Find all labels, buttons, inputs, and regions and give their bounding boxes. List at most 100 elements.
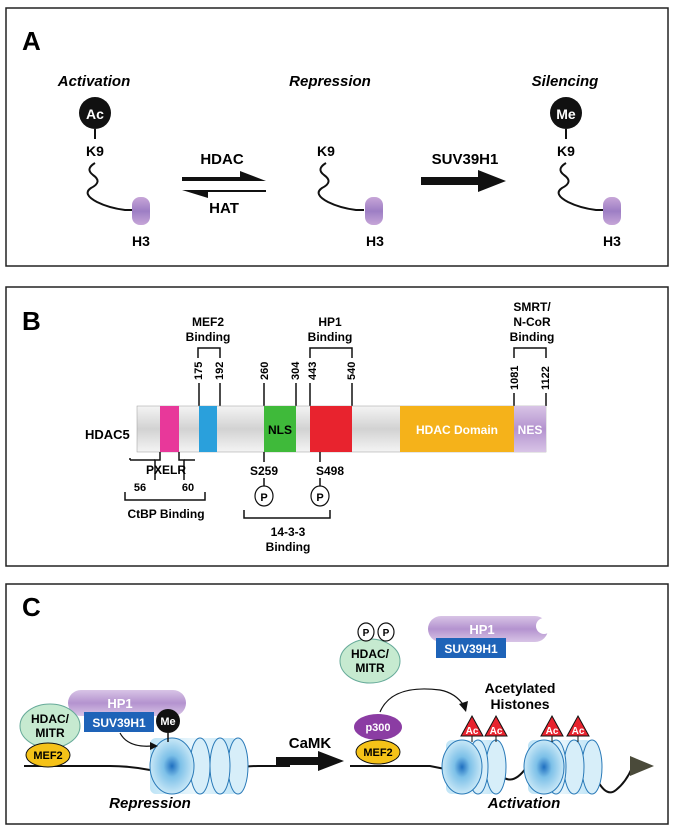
histone-tail [86, 162, 133, 211]
pxelr-motif-region [160, 406, 179, 452]
ctbp-label: CtBP Binding [127, 507, 204, 521]
position-labels: 175 192 260 304 443 540 1081 1122 [193, 361, 552, 390]
hp1-binding-region [310, 406, 352, 452]
ac-marks: Ac Ac Ac Ac [460, 714, 590, 742]
hp1-label-left: HP1 [107, 696, 132, 711]
coil-ring [485, 739, 507, 795]
hp1-binding-label-1: HP1 [318, 315, 342, 329]
methyl-mark [550, 97, 582, 129]
phospho-s259-label: P [260, 492, 267, 504]
coil-ring [563, 739, 585, 795]
pxelr-bracket-left [154, 452, 161, 480]
phospho-s498 [310, 485, 330, 507]
panel-a: A Activation Ac K9 H3 HDAC HAT Repressio… [5, 7, 669, 267]
nes-label: NES [518, 423, 543, 437]
hp1-notch [536, 618, 552, 634]
arrow-methylation [421, 170, 506, 192]
panel-b-border [5, 286, 669, 567]
hdac-label: HDAC [200, 151, 243, 168]
smrt-label-2: N-CoR [513, 315, 551, 329]
me-mark [156, 709, 180, 733]
histone-body [132, 197, 150, 225]
smrt-label-3: Binding [510, 330, 555, 344]
dna-strand-right [350, 765, 451, 771]
14-3-3-label-2: Binding [266, 540, 311, 554]
phospho-right-2-label: P [383, 628, 390, 639]
repression-caption: Repression [109, 795, 191, 812]
arrow-forward [182, 171, 266, 181]
hdac-domain [400, 406, 514, 452]
acetyl-mark-label: Ac [86, 106, 104, 122]
ac-label: Ac [572, 726, 585, 737]
acetylation-arrow [379, 688, 465, 713]
14-3-3-bracket [243, 510, 331, 519]
histone-body [603, 197, 621, 225]
hdac-mitr-left-line1: HDAC/ [31, 712, 70, 726]
suv39h1-label-right: SUV39H1 [444, 642, 498, 656]
camk-arrow [276, 751, 344, 771]
hdac-mitr-right-line1: HDAC/ [351, 647, 390, 661]
mef2-bracket [197, 347, 221, 358]
methyl-mark-label: Me [556, 106, 576, 122]
phospho-right-1 [357, 622, 375, 642]
hdac-mitr-left-line2: MITR [35, 726, 65, 740]
arrow-back [182, 190, 266, 198]
position-192: 192 [214, 362, 226, 380]
mef2-binding-label-1: MEF2 [192, 315, 224, 329]
nucleosome-face [441, 739, 483, 795]
histone-tail [317, 162, 364, 211]
coil-ring [581, 739, 603, 795]
nucleosome-face [149, 737, 195, 795]
silencing-title: Silencing [532, 73, 599, 90]
smrt-label-1: SMRT/ [513, 300, 551, 314]
hat-label: HAT [209, 200, 239, 217]
acetyl-mark [79, 97, 111, 129]
panel-a-letter: A [22, 26, 41, 56]
hdac-mitr-right-line2: MITR [355, 661, 385, 675]
histone-h3: H3 [603, 233, 621, 249]
phospho-s498-label: P [316, 492, 323, 504]
nucleosome-face [523, 739, 565, 795]
histone-body [365, 197, 383, 225]
hp1-binding-label-2: Binding [308, 330, 353, 344]
mef2-right-label: MEF2 [363, 747, 392, 759]
me-mark-label: Me [160, 716, 175, 728]
acetylated-label-2: Histones [490, 696, 549, 712]
14-3-3-label-1: 14-3-3 [271, 525, 306, 539]
suv39h1-protein-left [84, 712, 154, 732]
activation-title: Activation [57, 73, 131, 90]
suv39h1-protein-right [436, 638, 506, 658]
methylation-arrow [119, 732, 153, 747]
panel-a-border [5, 7, 669, 267]
pxelr-label: PXELR [146, 463, 186, 477]
ctbp-end: 60 [182, 482, 194, 494]
nls-label: NLS [268, 423, 292, 437]
position-540: 540 [346, 362, 358, 380]
dna-direction-arrow [630, 756, 654, 776]
nes-domain [514, 406, 546, 452]
hp1-label-right: HP1 [469, 622, 494, 637]
repression-title: Repression [289, 73, 371, 90]
methylation-arrowhead [150, 742, 158, 750]
p300-protein [354, 714, 402, 740]
histone-h3: H3 [132, 233, 150, 249]
hp1-protein-left [68, 690, 186, 716]
acetylated-label-1: Acetylated [485, 680, 556, 696]
panel-b: B MEF2 Binding HP1 Binding SMRT/ N-CoR B… [5, 286, 669, 567]
position-175: 175 [193, 362, 205, 380]
suv39h1-label-left: SUV39H1 [92, 716, 146, 730]
p300-label: p300 [365, 722, 390, 734]
position-304: 304 [290, 361, 302, 380]
ctbp-bracket [124, 492, 206, 501]
position-260: 260 [259, 362, 271, 380]
suv39h1-label: SUV39H1 [432, 151, 499, 168]
hdac-domain-label: HDAC Domain [416, 423, 498, 437]
coil-ring [209, 737, 231, 795]
residue-k9: K9 [86, 143, 104, 159]
hp1-protein-right [428, 616, 548, 642]
ac-label: Ac [466, 726, 479, 737]
residue-k9: K9 [557, 143, 575, 159]
position-443: 443 [307, 362, 319, 380]
phospho-s259 [254, 485, 274, 507]
